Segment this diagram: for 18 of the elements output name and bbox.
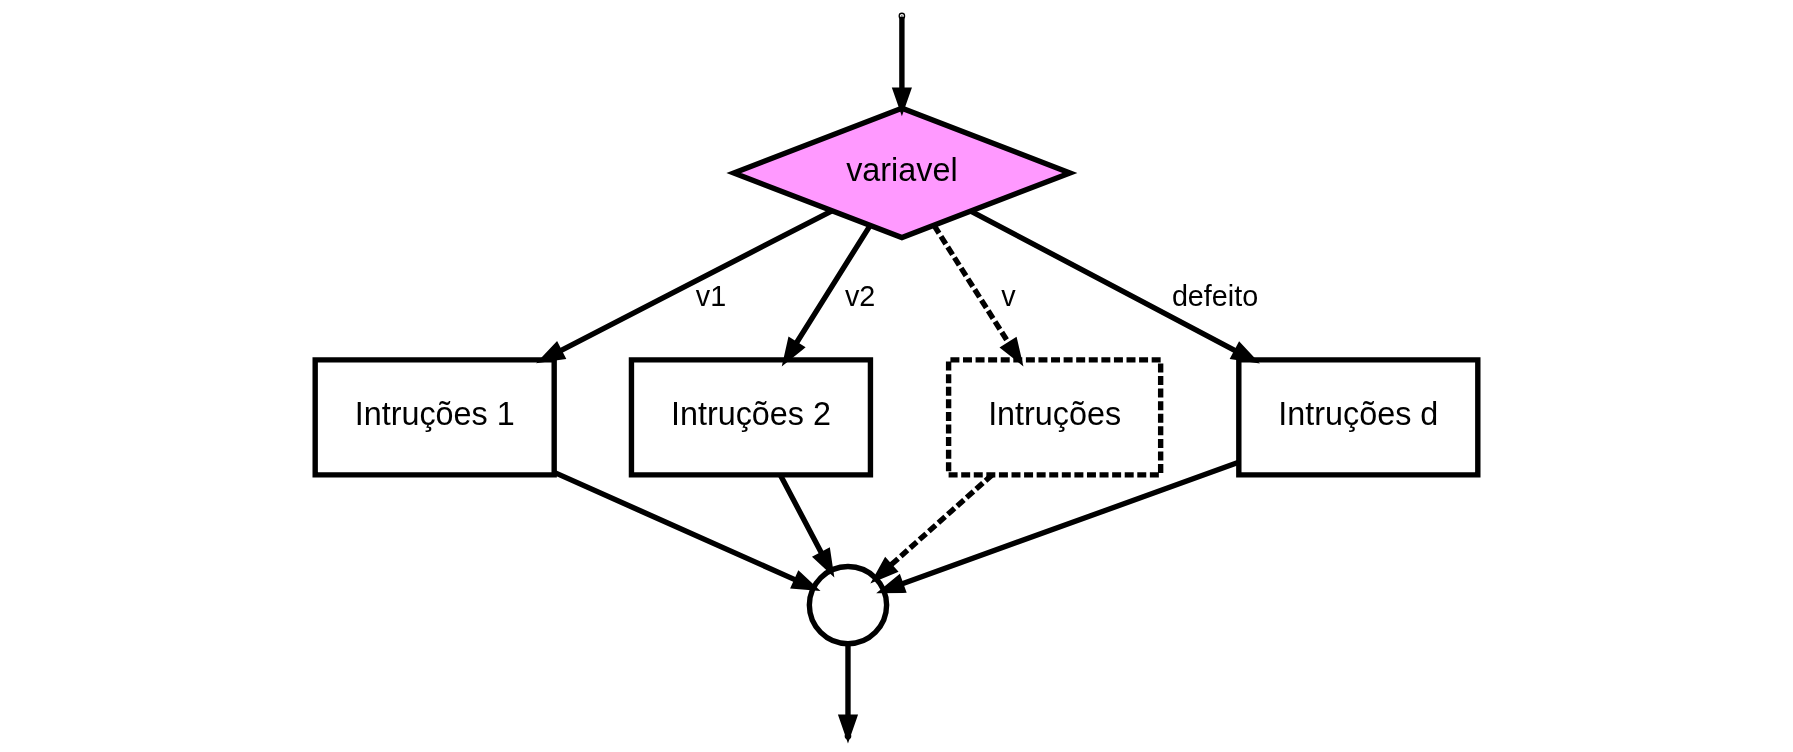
node-box: Intruções 2 <box>628 357 874 478</box>
node-box: Intruções 1 <box>312 357 557 478</box>
arrow <box>969 208 1260 364</box>
arrow <box>837 644 859 744</box>
edge-label: v <box>1001 279 1016 312</box>
node-diamond: variavel <box>726 105 1078 241</box>
arrow <box>536 208 834 364</box>
arrow <box>876 459 1240 594</box>
arrow <box>891 16 912 117</box>
arrow <box>932 224 1024 367</box>
node-circle <box>806 563 890 647</box>
edge-label: defeito <box>1171 279 1259 312</box>
arrow <box>781 224 873 367</box>
node-box: Intruções d <box>1236 357 1481 478</box>
edge-label: v1 <box>695 279 727 312</box>
arrow <box>553 469 821 592</box>
node-box: Intruções <box>945 357 1164 478</box>
edge-label: v2 <box>844 279 876 312</box>
